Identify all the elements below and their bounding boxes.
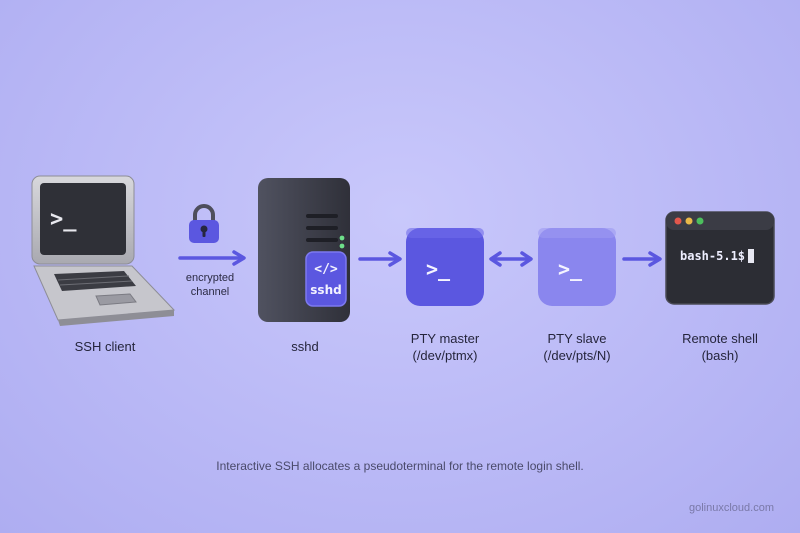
- svg-text:>_: >_: [558, 257, 583, 281]
- svg-text:>_: >_: [50, 207, 77, 232]
- watermark: golinuxcloud.com: [689, 502, 774, 514]
- server-icon: </> sshd: [258, 178, 350, 322]
- svg-text:>_: >_: [426, 257, 451, 281]
- laptop-icon: >_: [31, 175, 176, 326]
- arrow-pty-slave-to-shell: [622, 251, 662, 267]
- lock-icon: [189, 204, 219, 243]
- pty-slave-label: PTY slave (/dev/pts/N): [543, 331, 611, 363]
- pty-slave-terminal-icon: >_: [538, 228, 616, 306]
- remote-shell-label: Remote shell (bash): [682, 331, 758, 363]
- arrow-sshd-to-pty-master: [358, 251, 402, 267]
- sshd-badge-text: sshd: [310, 283, 341, 297]
- shell-prompt: bash-5.1$: [680, 249, 745, 263]
- caption: Interactive SSH allocates a pseudotermin…: [216, 459, 584, 473]
- pty-master-terminal-icon: >_: [406, 228, 484, 306]
- encrypted-channel-arrow: [178, 250, 246, 266]
- ssh-client-label: SSH client: [74, 339, 136, 354]
- svg-text:</>: </>: [314, 262, 338, 277]
- encrypted-channel-label: encrypted channel: [185, 272, 235, 298]
- arrow-pty-master-slave: [489, 251, 533, 267]
- terminal-window-icon: bash-5.1$: [665, 211, 775, 305]
- sshd-label: sshd: [291, 339, 319, 354]
- pty-master-label: PTY master (/dev/ptmx): [410, 331, 480, 363]
